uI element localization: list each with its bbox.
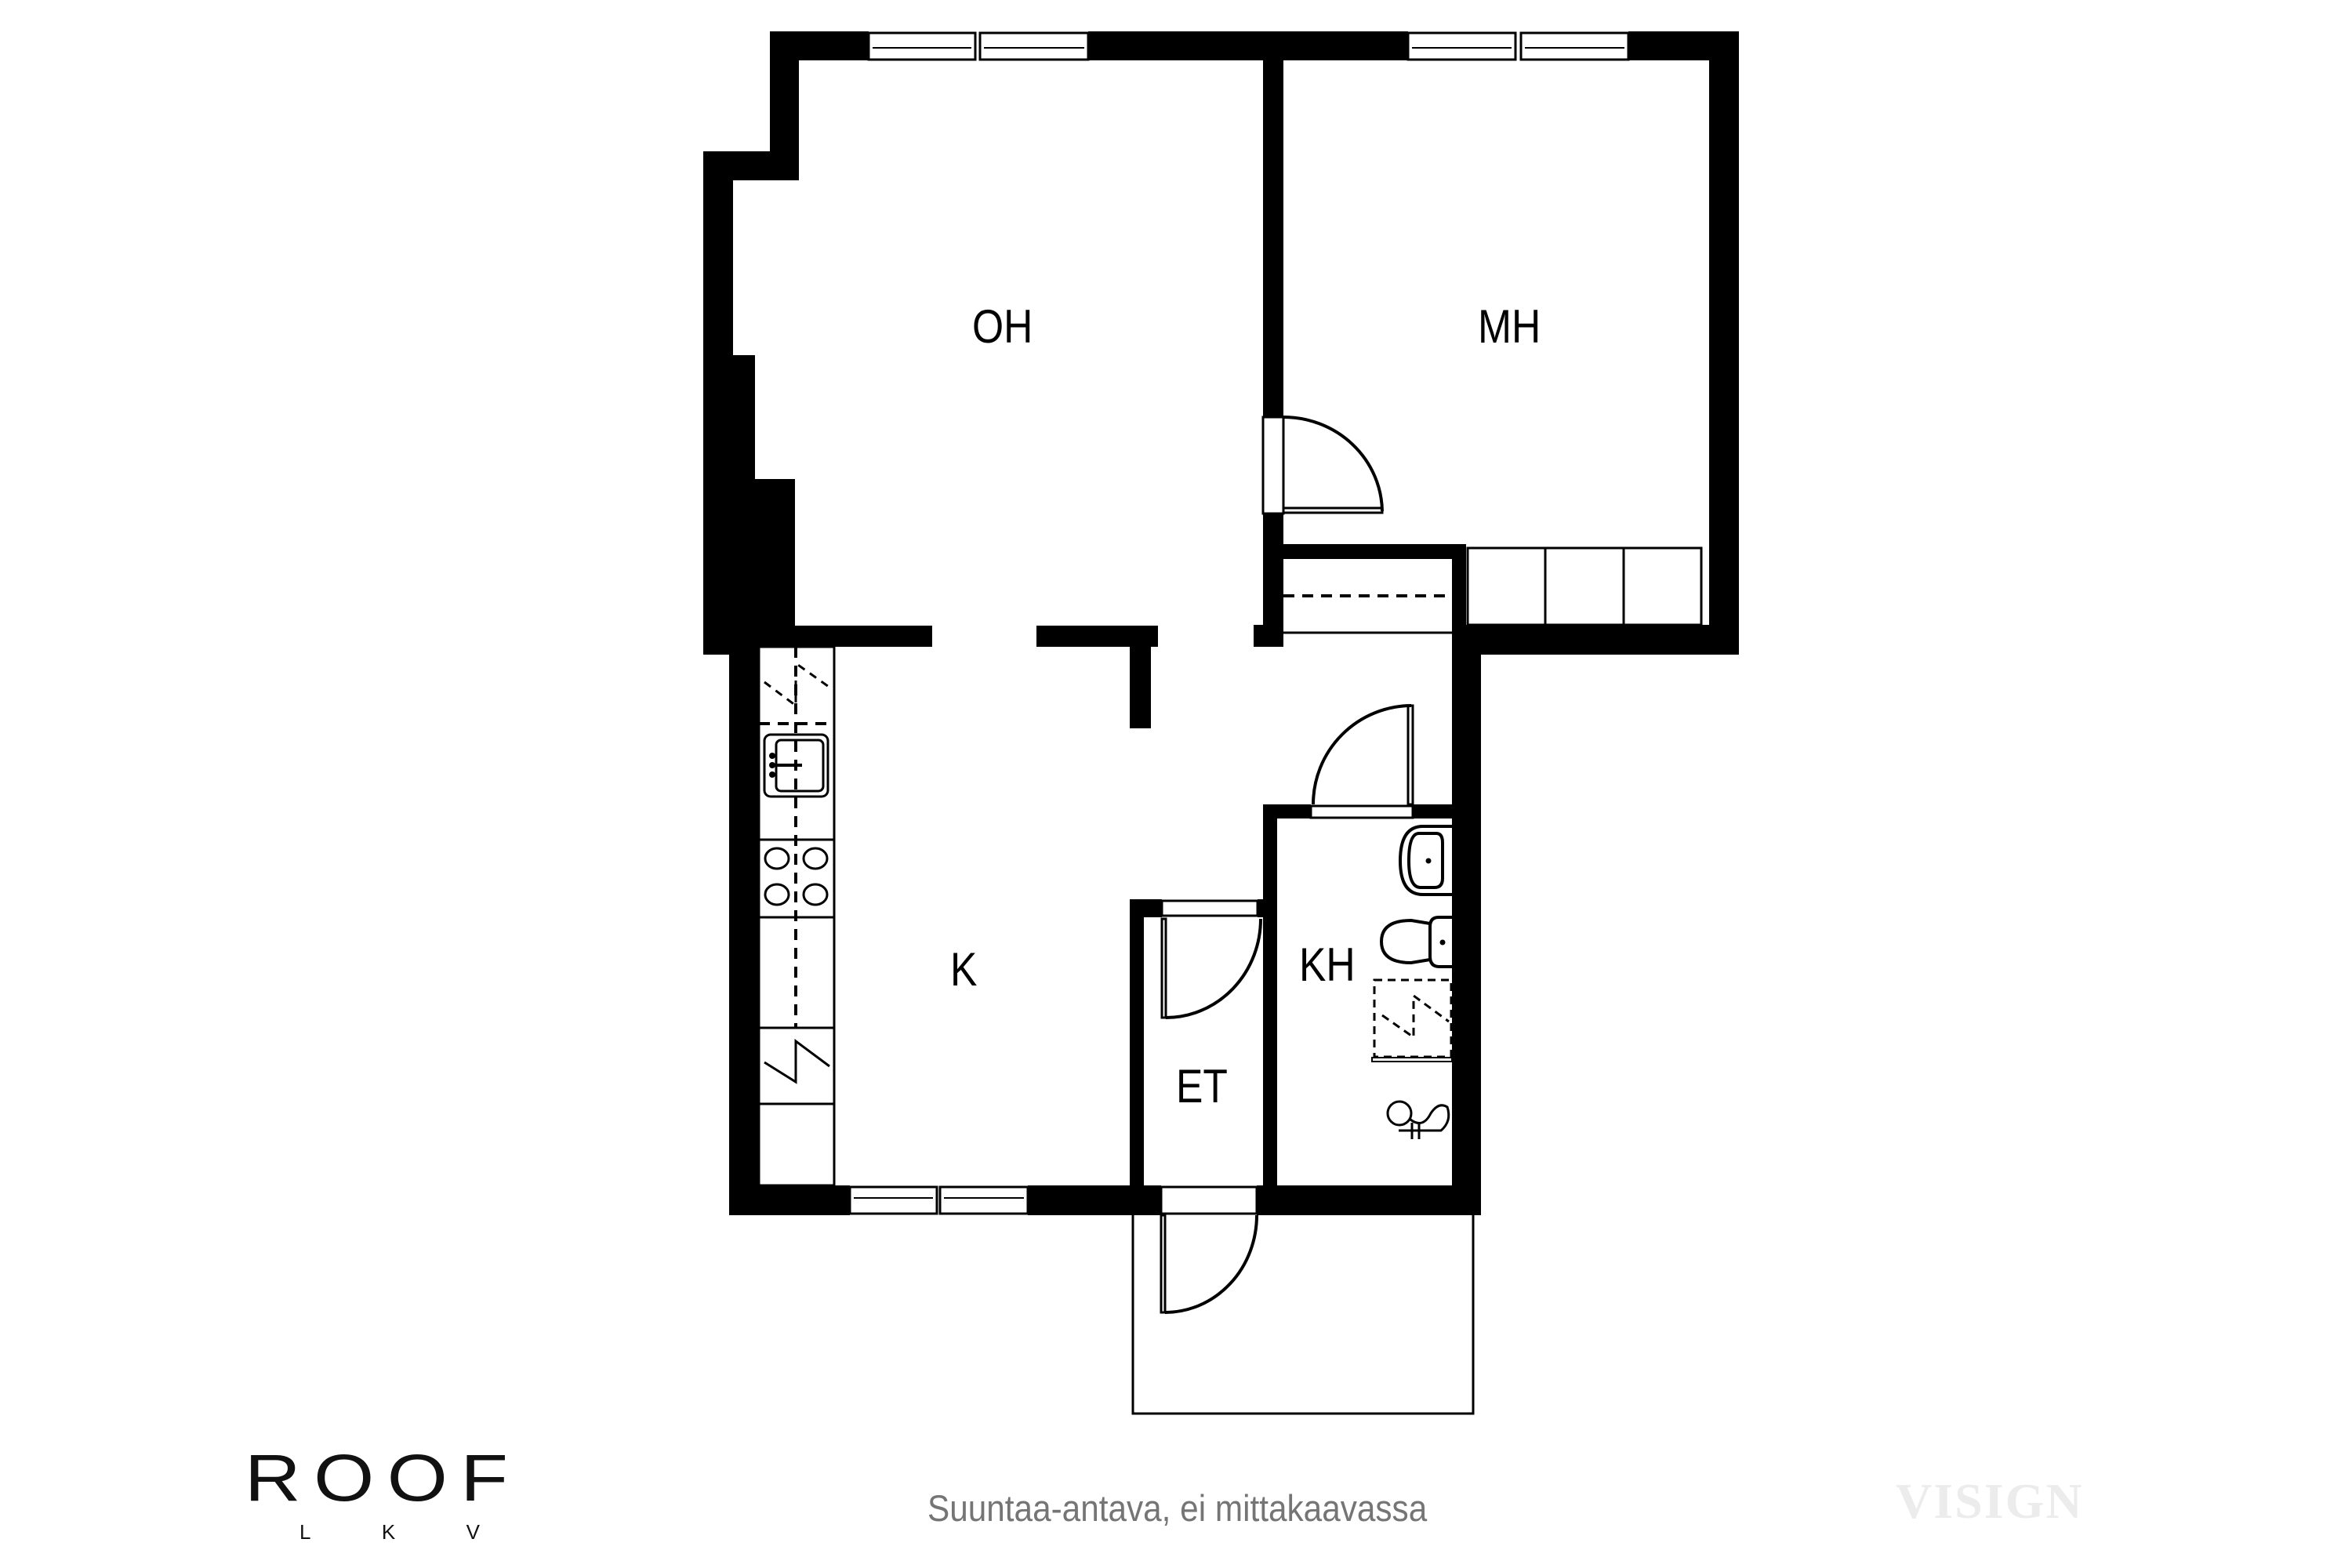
- room-label-oh: OH: [972, 300, 1033, 353]
- door-balcony: [1160, 1214, 1258, 1314]
- logo-subtitle: L K V: [299, 1520, 480, 1544]
- stove-icon: [759, 838, 834, 919]
- room-label-et: ET: [1176, 1060, 1228, 1112]
- room-label-mh: MH: [1478, 300, 1541, 353]
- window-mh: [1406, 31, 1630, 61]
- window-kitchen: [848, 1185, 1029, 1215]
- fridge-icon: [759, 1026, 834, 1105]
- roof-lkv-logo: ROOF L K V: [245, 1445, 508, 1544]
- room-label-k: K: [950, 943, 978, 996]
- logo-sub-letter: L: [299, 1520, 311, 1544]
- scale-disclaimer: Suuntaa-antava, ei mittakaavassa: [927, 1487, 1428, 1529]
- logo-wordmark: ROOF: [245, 1441, 521, 1515]
- shower-area: [1371, 978, 1453, 1062]
- interior-walls: [795, 60, 1466, 1187]
- openings: [1160, 416, 1414, 1215]
- washbasin-icon: [1398, 825, 1452, 896]
- window-oh: [867, 31, 1090, 61]
- door-closet-et: [1160, 917, 1262, 1019]
- logo-sub-letter: V: [466, 1520, 480, 1544]
- door-bathroom: [1312, 704, 1414, 806]
- doors: [1160, 416, 1414, 1314]
- balcony: [1131, 1215, 1475, 1415]
- kitchen-counter: [757, 645, 836, 1187]
- windows: [848, 31, 1630, 1215]
- sink-icon: [763, 733, 829, 798]
- shower-icon: [1386, 1100, 1450, 1139]
- room-label-kh: KH: [1299, 938, 1356, 991]
- bathroom-fixtures: [1371, 825, 1453, 1139]
- door-mh: [1282, 416, 1384, 514]
- toilet-icon: [1379, 916, 1452, 968]
- logo-sub-letter: K: [381, 1520, 396, 1544]
- wardrobes: [1283, 546, 1703, 634]
- visign-watermark: VISIGN: [1896, 1473, 2084, 1529]
